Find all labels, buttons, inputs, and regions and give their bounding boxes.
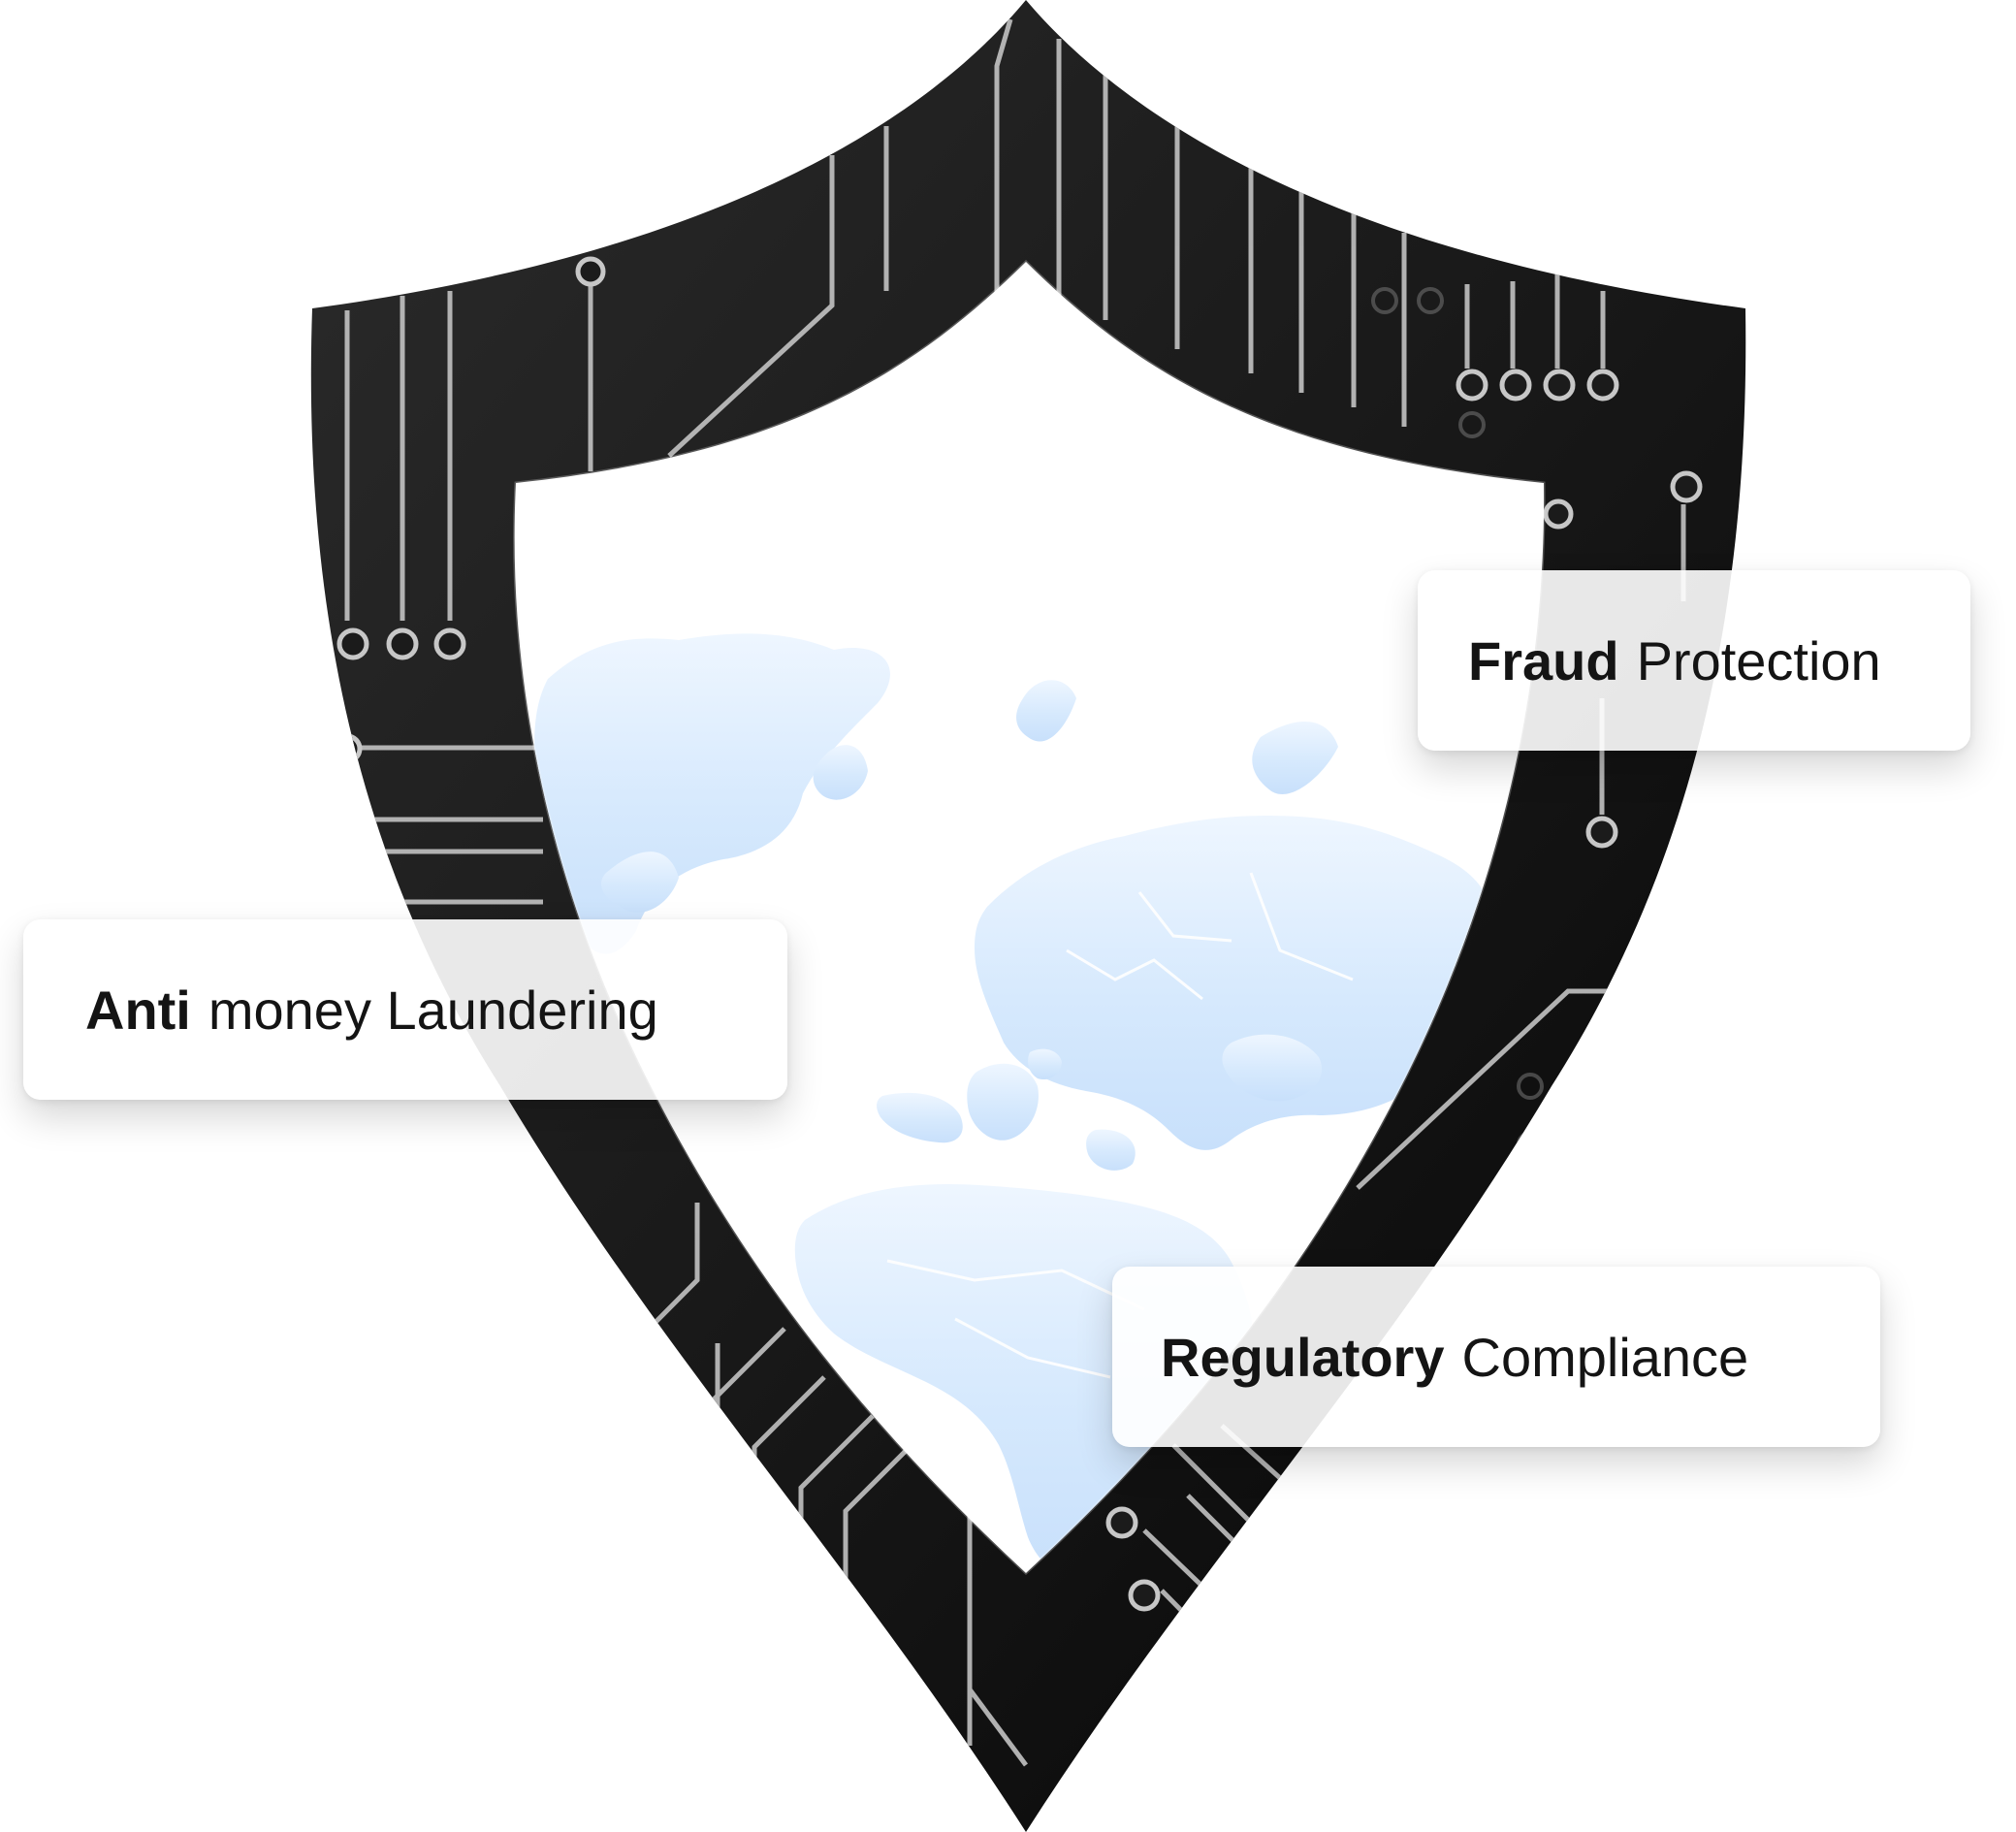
fraud-protection-card: Fraud Protection <box>1418 570 1970 751</box>
fraud-protection-label-strong: Fraud <box>1468 629 1619 691</box>
fraud-protection-label-regular: Protection <box>1636 629 1881 691</box>
regulatory-compliance-label-regular: Compliance <box>1461 1326 1749 1388</box>
anti-money-laundering-card: Anti money Laundering <box>23 919 787 1100</box>
anti-money-laundering-label-strong: Anti <box>85 979 191 1041</box>
circuit-nodes <box>332 256 1703 1612</box>
shield-edge-highlights <box>513 259 1546 1576</box>
regulatory-compliance-label-strong: Regulatory <box>1161 1326 1445 1388</box>
regulatory-compliance-card: Regulatory Compliance <box>1112 1267 1880 1447</box>
anti-money-laundering-label-regular: money Laundering <box>208 979 658 1041</box>
map-borders <box>886 872 1354 1379</box>
